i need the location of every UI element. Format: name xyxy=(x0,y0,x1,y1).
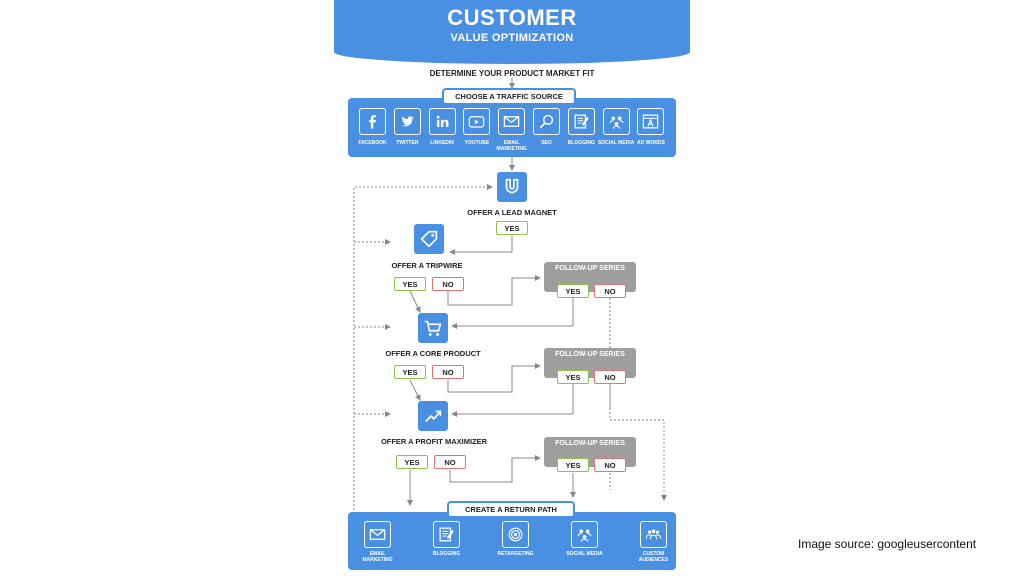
image-source-note: Image source: googleusercontent xyxy=(798,537,977,551)
tile-label: FACEBOOK xyxy=(358,140,387,146)
email-icon xyxy=(364,521,391,548)
infographic-subtitle: VALUE OPTIMIZATION xyxy=(450,32,574,44)
follow-up-2-no: NO xyxy=(594,370,626,384)
profit-maximizer-no: NO xyxy=(434,455,466,469)
linkedin-icon xyxy=(428,108,456,135)
tile-label: LINKEDIN xyxy=(430,140,454,146)
blog-icon xyxy=(433,521,460,548)
magnet-icon xyxy=(497,172,527,202)
trend-up-icon xyxy=(418,401,448,431)
tripwire-no: NO xyxy=(432,277,464,291)
twitter-icon xyxy=(393,108,421,135)
tile-label: BLOGGING xyxy=(432,551,461,557)
step-profit-maximizer: OFFER A PROFIT MAXIMIZER xyxy=(380,437,488,446)
youtube-icon xyxy=(463,108,491,135)
adwords-icon xyxy=(637,108,665,135)
follow-up-title: FOLLOW-UP SERIES xyxy=(555,440,625,447)
tripwire-yes: YES xyxy=(394,277,426,291)
email-icon xyxy=(498,108,526,135)
cart-icon xyxy=(418,313,448,343)
flow-connectors xyxy=(353,78,667,510)
tile-label: SOCIAL MEDIA xyxy=(566,551,603,557)
tile-label: SEO xyxy=(541,140,552,146)
follow-up-1-yes: YES xyxy=(557,284,589,298)
blog-icon xyxy=(567,108,595,135)
step-tripwire: OFFER A TRIPWIRE xyxy=(391,261,463,270)
header-banner: CUSTOMER VALUE OPTIMIZATION xyxy=(334,0,690,64)
infographic-title: CUSTOMER xyxy=(447,5,577,30)
follow-up-3-no: NO xyxy=(594,458,626,472)
customer-value-infographic: CUSTOMER VALUE OPTIMIZATION xyxy=(334,0,690,576)
core-product-no: NO xyxy=(432,365,464,379)
target-icon xyxy=(502,521,529,548)
follow-up-title: FOLLOW-UP SERIES xyxy=(555,351,625,358)
step-market-fit: DETERMINE YOUR PRODUCT MARKET FIT xyxy=(429,69,595,78)
audience-icon xyxy=(640,521,667,548)
step-lead-magnet: OFFER A LEAD MAGNET xyxy=(467,208,557,217)
tile-label: EMAIL MARKETING xyxy=(496,140,527,152)
follow-up-2-yes: YES xyxy=(557,370,589,384)
tile-label: SOCIAL MEDIA xyxy=(597,140,635,146)
facebook-icon xyxy=(359,108,386,135)
step-core-product: OFFER A CORE PRODUCT xyxy=(385,349,481,358)
search-icon xyxy=(533,108,560,135)
follow-up-title: FOLLOW-UP SERIES xyxy=(555,265,625,272)
step-traffic-source: CHOOSE A TRAFFIC SOURCE xyxy=(442,88,576,105)
lead-magnet-yes: YES xyxy=(496,221,528,235)
tile-label: AD WORDS xyxy=(637,140,665,146)
core-product-yes: YES xyxy=(394,365,426,379)
tile-label: CUSTOM AUDIENCES xyxy=(638,551,669,563)
tag-icon xyxy=(414,224,444,254)
tile-label: EMAIL MARKETING xyxy=(362,551,393,563)
follow-up-1-no: NO xyxy=(594,284,626,298)
social-icon xyxy=(602,108,630,135)
step-return-path: CREATE A RETURN PATH xyxy=(447,501,575,518)
follow-up-3-yes: YES xyxy=(557,458,589,472)
tile-label: TWITTER xyxy=(396,140,419,146)
tile-label: BLOGGING xyxy=(567,140,595,146)
tile-label: YOUTUBE xyxy=(464,140,490,146)
profit-maximizer-yes: YES xyxy=(396,455,428,469)
social-icon xyxy=(571,521,598,548)
traffic-source-band xyxy=(348,98,676,157)
tile-label: RETARGETING xyxy=(497,551,534,557)
